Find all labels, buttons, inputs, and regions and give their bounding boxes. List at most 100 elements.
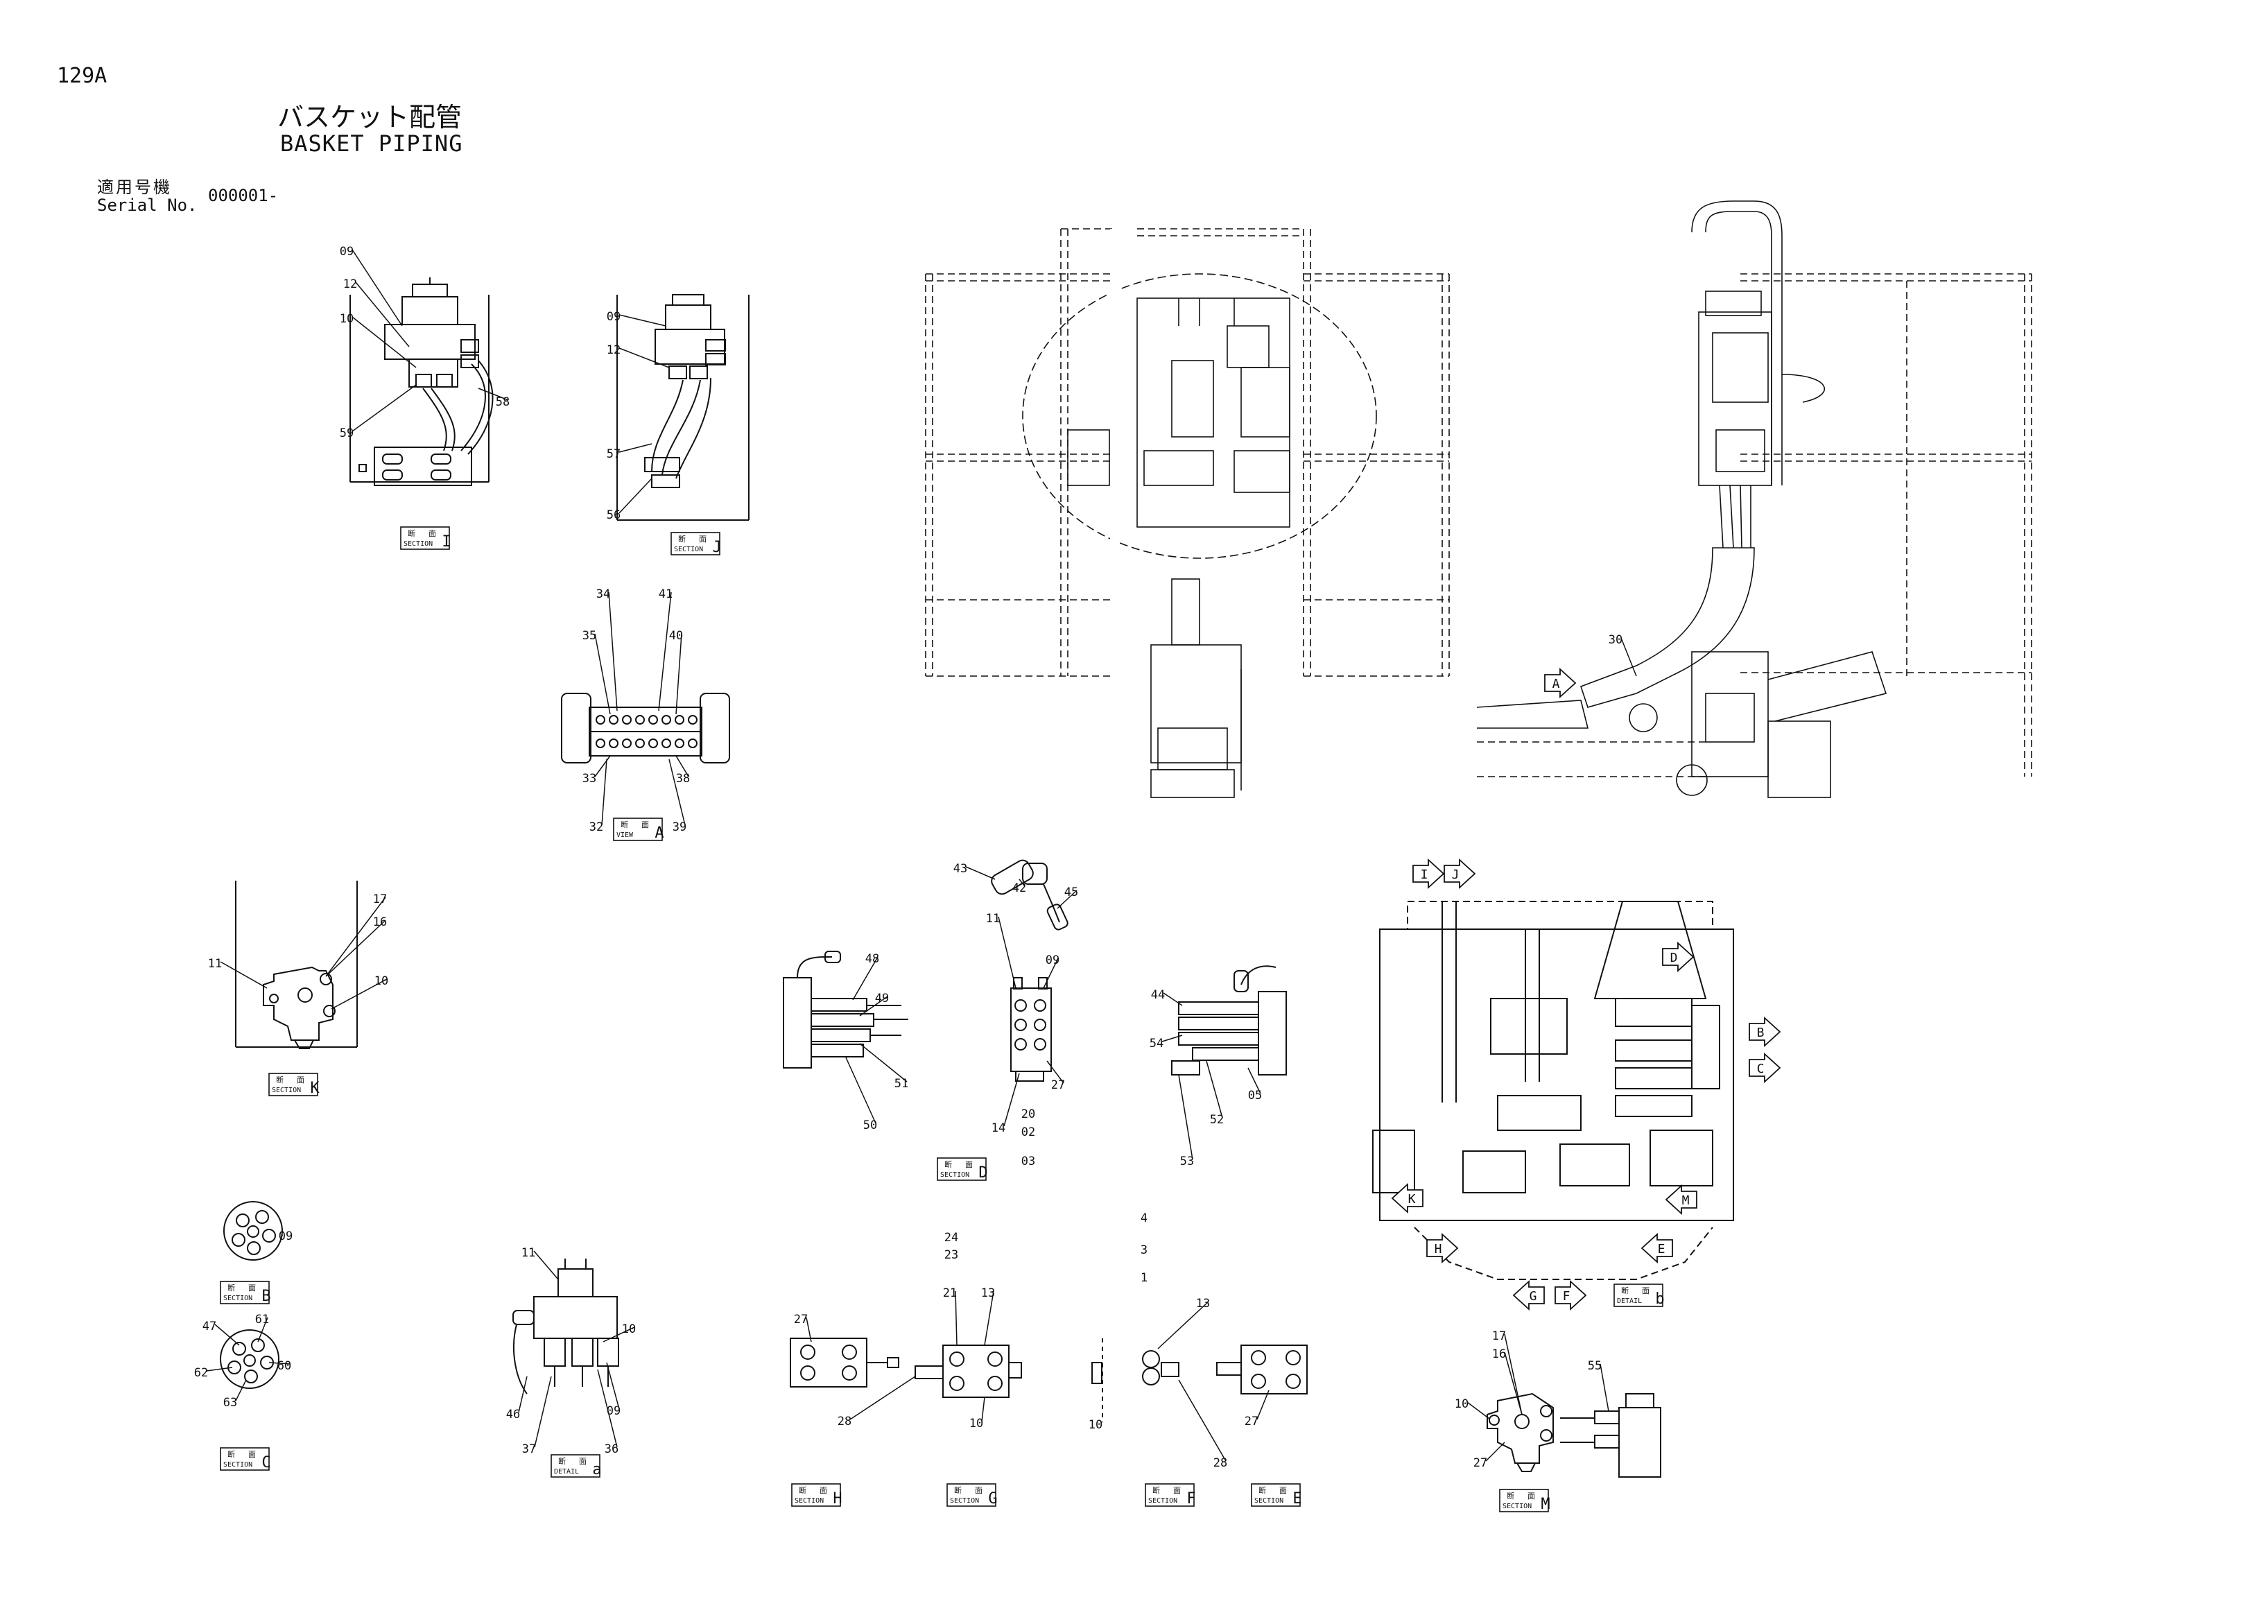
svg-text:M: M bbox=[1541, 1496, 1550, 1513]
leader-line bbox=[594, 755, 611, 777]
callout-number: 09 bbox=[279, 1229, 293, 1243]
leader-line bbox=[1247, 1067, 1261, 1094]
leader-line bbox=[603, 1327, 635, 1342]
svg-text:面: 面 bbox=[297, 1076, 304, 1085]
callout-number: 30 bbox=[1609, 633, 1622, 647]
leader-line bbox=[518, 1376, 528, 1413]
svg-text:断: 断 bbox=[1621, 1286, 1629, 1295]
svg-text:a: a bbox=[592, 1461, 601, 1478]
title-english: BASKET PIPING bbox=[280, 130, 463, 157]
leader-line bbox=[998, 916, 1016, 989]
svg-text:断: 断 bbox=[799, 1485, 806, 1495]
connector-pin bbox=[596, 738, 605, 748]
callout-number: 09 bbox=[607, 1404, 621, 1418]
svg-text:SECTION: SECTION bbox=[1254, 1497, 1283, 1505]
connector-pin bbox=[622, 738, 632, 748]
callout-number: 3 bbox=[1141, 1243, 1148, 1257]
callout-number: 10 bbox=[1089, 1418, 1102, 1432]
view-side-basket bbox=[1476, 200, 2032, 798]
callout-number: 11 bbox=[208, 957, 222, 971]
leader-line bbox=[1100, 1421, 1103, 1424]
leader-line bbox=[1178, 1379, 1227, 1462]
view-section-i bbox=[349, 277, 494, 486]
svg-text:J: J bbox=[1452, 867, 1460, 882]
callout-number: 52 bbox=[1210, 1113, 1224, 1127]
svg-text:F: F bbox=[1563, 1289, 1570, 1304]
svg-text:M: M bbox=[1682, 1193, 1690, 1208]
svg-text:A: A bbox=[1552, 677, 1560, 691]
view-arrow-a: A bbox=[1544, 667, 1577, 699]
view-section-e bbox=[1216, 1345, 1308, 1394]
leader-line bbox=[859, 1043, 908, 1082]
callout-number: 62 bbox=[194, 1366, 208, 1380]
svg-text:I: I bbox=[442, 533, 451, 551]
leader-line bbox=[1157, 1301, 1209, 1349]
connector-pin bbox=[648, 738, 658, 748]
svg-text:面: 面 bbox=[1527, 1492, 1535, 1501]
view-arrow-e: E bbox=[1641, 1232, 1673, 1264]
callout-number: 10 bbox=[1455, 1397, 1469, 1411]
leader-line bbox=[852, 956, 878, 1001]
leader-line bbox=[597, 1369, 618, 1448]
leader-line bbox=[257, 1317, 268, 1342]
leader-line bbox=[1046, 1060, 1064, 1084]
callout-number: 21 bbox=[943, 1286, 957, 1300]
callout-number: 46 bbox=[506, 1408, 520, 1422]
serial-label-english: Serial No. bbox=[97, 196, 198, 215]
callout-number: 28 bbox=[1213, 1456, 1227, 1470]
svg-text:SECTION: SECTION bbox=[272, 1087, 301, 1094]
svg-text:B: B bbox=[1757, 1026, 1765, 1040]
svg-text:断: 断 bbox=[944, 1159, 952, 1169]
svg-text:面: 面 bbox=[429, 529, 436, 538]
callout-number: 16 bbox=[373, 915, 387, 929]
callout-number: 57 bbox=[607, 447, 621, 461]
svg-text:SECTION: SECTION bbox=[940, 1171, 969, 1179]
callout-number: 10 bbox=[622, 1322, 636, 1336]
connector-pin bbox=[688, 738, 698, 748]
callout-number: 59 bbox=[340, 426, 354, 440]
svg-text:SECTION: SECTION bbox=[795, 1497, 824, 1505]
leader-line bbox=[618, 347, 670, 368]
svg-text:G: G bbox=[1530, 1289, 1537, 1304]
leader-line bbox=[235, 1379, 247, 1401]
svg-text:b: b bbox=[1655, 1290, 1664, 1308]
leader-line bbox=[325, 919, 386, 977]
svg-text:D: D bbox=[1670, 951, 1678, 965]
callout-number: 1 bbox=[1141, 1271, 1148, 1285]
svg-text:C: C bbox=[1757, 1062, 1765, 1076]
view-arrow-d: D bbox=[1662, 941, 1695, 973]
leader-line bbox=[220, 961, 268, 989]
leader-line bbox=[214, 1324, 240, 1346]
leader-line bbox=[955, 1290, 958, 1346]
callout-number: 54 bbox=[1150, 1037, 1163, 1051]
view-arrow-k: K bbox=[1391, 1182, 1423, 1214]
leader-line bbox=[1043, 958, 1059, 989]
connector-pin bbox=[622, 715, 632, 725]
leader-line bbox=[618, 314, 666, 327]
connector-pin bbox=[609, 715, 618, 725]
leader-line bbox=[984, 1290, 994, 1346]
leader-line bbox=[1003, 1073, 1020, 1127]
svg-text:K: K bbox=[1408, 1192, 1416, 1207]
callout-number: 51 bbox=[894, 1077, 908, 1091]
callout-number: 45 bbox=[1064, 886, 1078, 899]
svg-text:SECTION: SECTION bbox=[950, 1497, 979, 1505]
connector-pin bbox=[675, 715, 684, 725]
connector-pin bbox=[661, 715, 671, 725]
view-arrow-m: M bbox=[1665, 1184, 1697, 1216]
callout-number: 13 bbox=[981, 1286, 995, 1300]
callout-number: 34 bbox=[596, 587, 610, 601]
svg-text:断: 断 bbox=[558, 1456, 566, 1466]
view-detail-b bbox=[1372, 901, 1734, 1280]
connector-pin bbox=[661, 738, 671, 748]
svg-text:面: 面 bbox=[1279, 1486, 1287, 1495]
